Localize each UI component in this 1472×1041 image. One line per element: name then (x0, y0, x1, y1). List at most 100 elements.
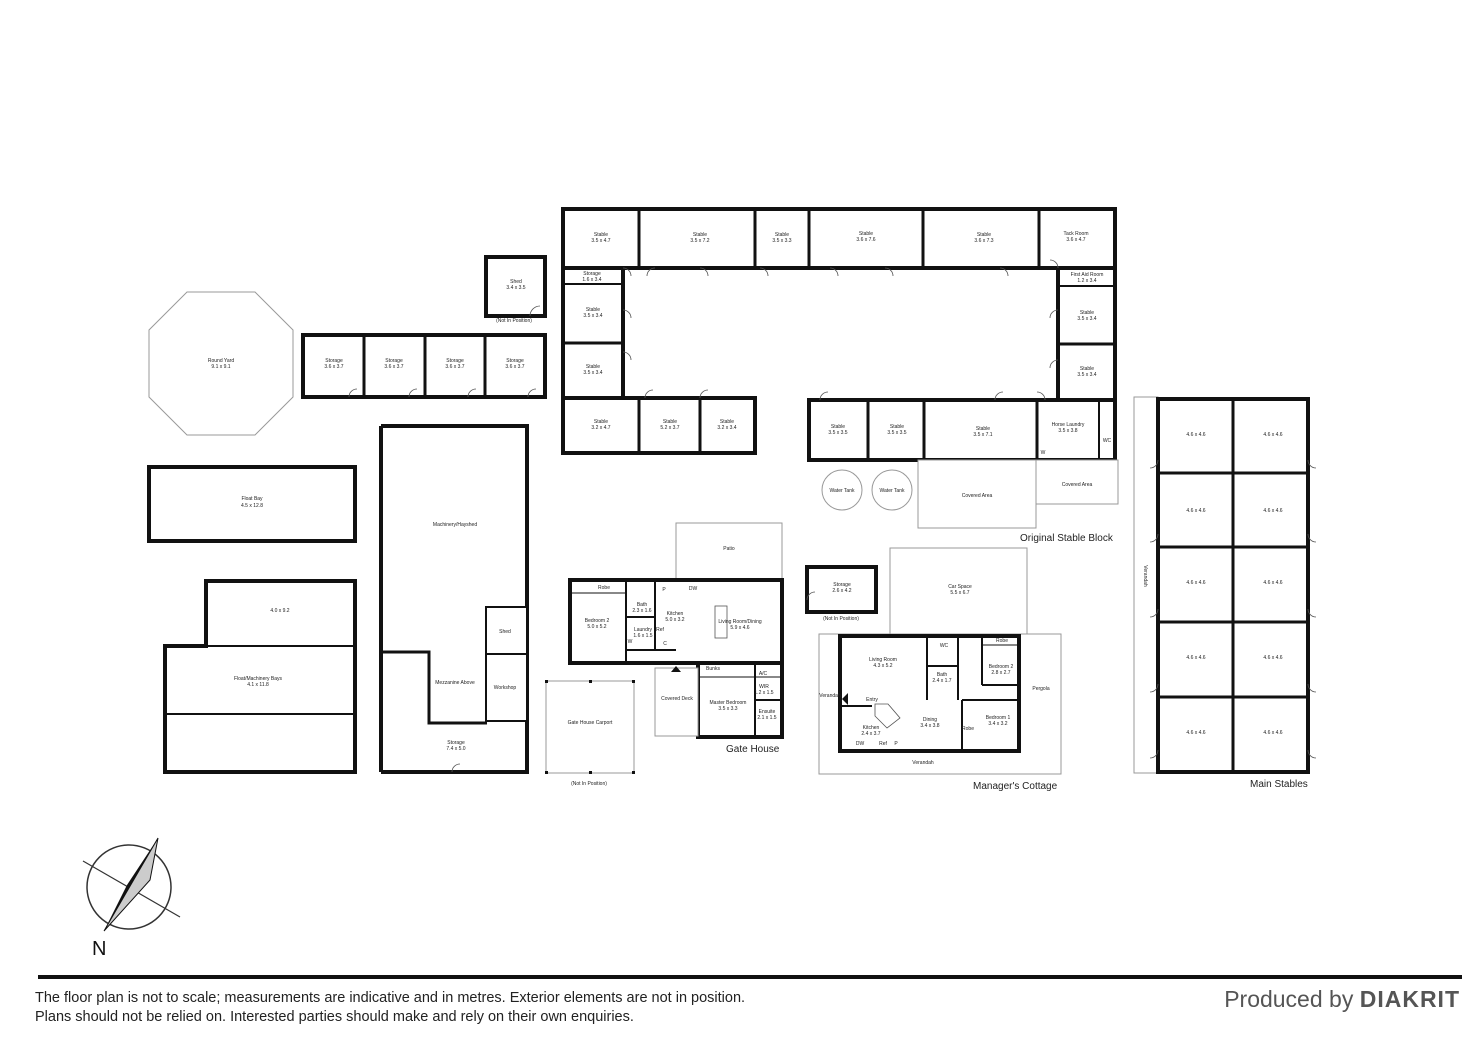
ms-stall-6: 4.6 x 4.6 (1263, 580, 1282, 586)
mezzanine-name: Mezzanine Above (435, 680, 475, 686)
producer-credit: Produced by DIAKRIT (1224, 986, 1460, 1013)
stable-l2-dim: 3.5 x 3.4 (583, 370, 602, 376)
stable-bl3-dim: 3.2 x 3.4 (717, 425, 736, 431)
ref-mc-label: Ref (879, 741, 887, 747)
bedroom1-mc-name: Bedroom 1 (986, 715, 1011, 721)
storage-mh-name: Storage (447, 740, 465, 746)
bedroom2-mc-name: Bedroom 2 (989, 664, 1014, 670)
storage-3-dim: 3.6 x 3.7 (445, 364, 464, 370)
ms-stall-7: 4.6 x 4.6 (1186, 655, 1205, 661)
shed-top: Shed 3.4 x 3.5 (Not In Position) (484, 255, 547, 324)
verandah-mc-bottom-label: Verandah (912, 760, 934, 766)
storage-1-name: Storage (325, 358, 343, 364)
car-space (889, 547, 1028, 635)
stable-bl1-name: Stable (594, 419, 608, 425)
gate-house-carport: Gate House Carport (Not In Position) (545, 680, 635, 787)
c-gh-label: C (663, 641, 667, 647)
original-stable-block-title: Original Stable Block (1020, 533, 1114, 544)
main-stables-title: Main Stables (1250, 779, 1308, 790)
top-row-outline (561, 207, 1117, 270)
stable-r1-dim: 3.5 x 3.4 (1077, 316, 1096, 322)
first-aid-name: First Aid Room (1071, 272, 1104, 278)
footer-divider (38, 975, 1462, 979)
covered-deck-label: Covered Deck (661, 696, 693, 702)
stable-l1-dim: 3.5 x 3.4 (583, 313, 602, 319)
carport-label: Gate House Carport (568, 720, 613, 726)
ms-stall-8: 4.6 x 4.6 (1263, 655, 1282, 661)
stable-c-name: Stable (775, 232, 789, 238)
dw-mc-label: DW (856, 741, 865, 747)
top-stable-block: Stable 3.5 x 4.7 Stable 3.5 x 7.2 Stable… (561, 207, 1117, 462)
dw-gh-label: DW (689, 586, 698, 592)
stable-r1-name: Stable (1080, 310, 1094, 316)
storage-4-name: Storage (506, 358, 524, 364)
produced-by-label: Produced by (1224, 986, 1354, 1012)
living-gh-name: Living Room/Dining (718, 619, 762, 625)
ms-stall-4: 4.6 x 4.6 (1263, 508, 1282, 514)
storage-mc-name: Storage (833, 582, 851, 588)
ensuite-gh-name: Ensuite (759, 709, 776, 715)
compass-icon (82, 837, 181, 932)
stable-bl2-name: Stable (663, 419, 677, 425)
laundry-gh-name: Laundry (634, 627, 653, 633)
compass-north-label: N (92, 938, 107, 960)
wc-mc-label: WC (940, 643, 949, 649)
storage-mh-dim: 7.4 x 5.0 (446, 746, 465, 752)
disclaimer-line-1: The floor plan is not to scale; measurem… (35, 990, 746, 1006)
ensuite-gh-dim: 2.1 x 1.5 (757, 715, 776, 721)
storage-top-name: Storage (583, 271, 601, 277)
wir-gh-name: WIR (759, 684, 769, 690)
stable-os1-name: Stable (831, 424, 845, 430)
bath-gh-dim: 2.3 x 1.6 (632, 608, 651, 614)
ms-stall-9: 4.6 x 4.6 (1186, 730, 1205, 736)
storage-3-name: Storage (446, 358, 464, 364)
storage-top-dim: 1.6 x 3.4 (582, 277, 601, 283)
horse-laundry-name: Horse Laundry (1052, 422, 1085, 428)
living-mc-dim: 4.3 x 5.2 (873, 663, 892, 669)
kitchen-gh-dim: 5.0 x 3.2 (665, 617, 684, 623)
storage-mc-not-in-position: (Not In Position) (823, 616, 859, 622)
shed-top-dim: 3.4 x 3.5 (506, 285, 525, 291)
gate-house: Patio Robe Bedroom 2 5.0 x 5.2 Bath 2.3 … (568, 522, 784, 755)
storage-row: Storage 3.6 x 3.7 Storage 3.6 x 3.7 Stor… (301, 333, 547, 399)
float-bay-name: Float Bay (241, 496, 263, 502)
kitchen-mc-name: Kitchen (863, 725, 880, 731)
bay-upper-dim: 4.0 x 9.2 (270, 608, 289, 614)
bedroom2-gh-name: Bedroom 2 (585, 618, 610, 624)
machinery-hayshed-name: Machinery/Hayshed (433, 522, 477, 528)
manager-storage: Storage 2.6 x 4.2 (Not In Position) (805, 565, 878, 622)
robe-mc2-label: Robe (962, 726, 974, 732)
float-bay-dim: 4.5 x 12.8 (241, 503, 263, 509)
stable-l1-name: Stable (586, 307, 600, 313)
gate-house-title: Gate House (726, 744, 780, 755)
dining-mc-name: Dining (923, 717, 937, 723)
verandah-mc-left-label: Verandah (819, 693, 841, 699)
shed-top-name: Shed (510, 279, 522, 285)
bedroom2-mc-dim: 2.8 x 2.7 (991, 670, 1010, 676)
p-gh-label: P (662, 587, 666, 593)
covered-deck (654, 667, 699, 737)
original-stable-exterior: Water Tank Water Tank Covered Area Cover… (821, 459, 1119, 544)
main-stables: Verandah 4.6 x 4.6 4.6 x 4.6 4.6 x 4.6 4… (1133, 396, 1317, 790)
storage-mc-dim: 2.6 x 4.2 (832, 588, 851, 594)
shed-mh-name: Shed (499, 629, 511, 635)
kitchen-mc-dim: 2.4 x 3.7 (861, 731, 880, 737)
stable-b-dim: 3.5 x 7.2 (690, 238, 709, 244)
ms-stall-10: 4.6 x 4.6 (1263, 730, 1282, 736)
stable-bl3-name: Stable (720, 419, 734, 425)
stable-b-name: Stable (693, 232, 707, 238)
machinery-hayshed: Machinery/Hayshed Shed Workshop Mezzanin… (379, 424, 529, 774)
covered-area-2 (1035, 459, 1119, 505)
disclaimer-line-2: Plans should not be relied on. Intereste… (35, 1009, 634, 1025)
carport-not-in-position: (Not In Position) (571, 781, 607, 787)
bath-mc-dim: 2.4 x 1.7 (932, 678, 951, 684)
covered-area-1-label: Covered Area (962, 493, 993, 499)
wc-os-label: WC (1103, 438, 1112, 444)
patio (675, 522, 783, 580)
ac-gh-label: A/C (759, 671, 768, 677)
stable-c-dim: 3.5 x 3.3 (772, 238, 791, 244)
car-space-name: Car Space (948, 584, 972, 590)
right-col-outline (1056, 266, 1117, 402)
managers-cottage: Car Space 5.5 x 6.7 Living Room 4.3 x 5.… (818, 547, 1062, 792)
